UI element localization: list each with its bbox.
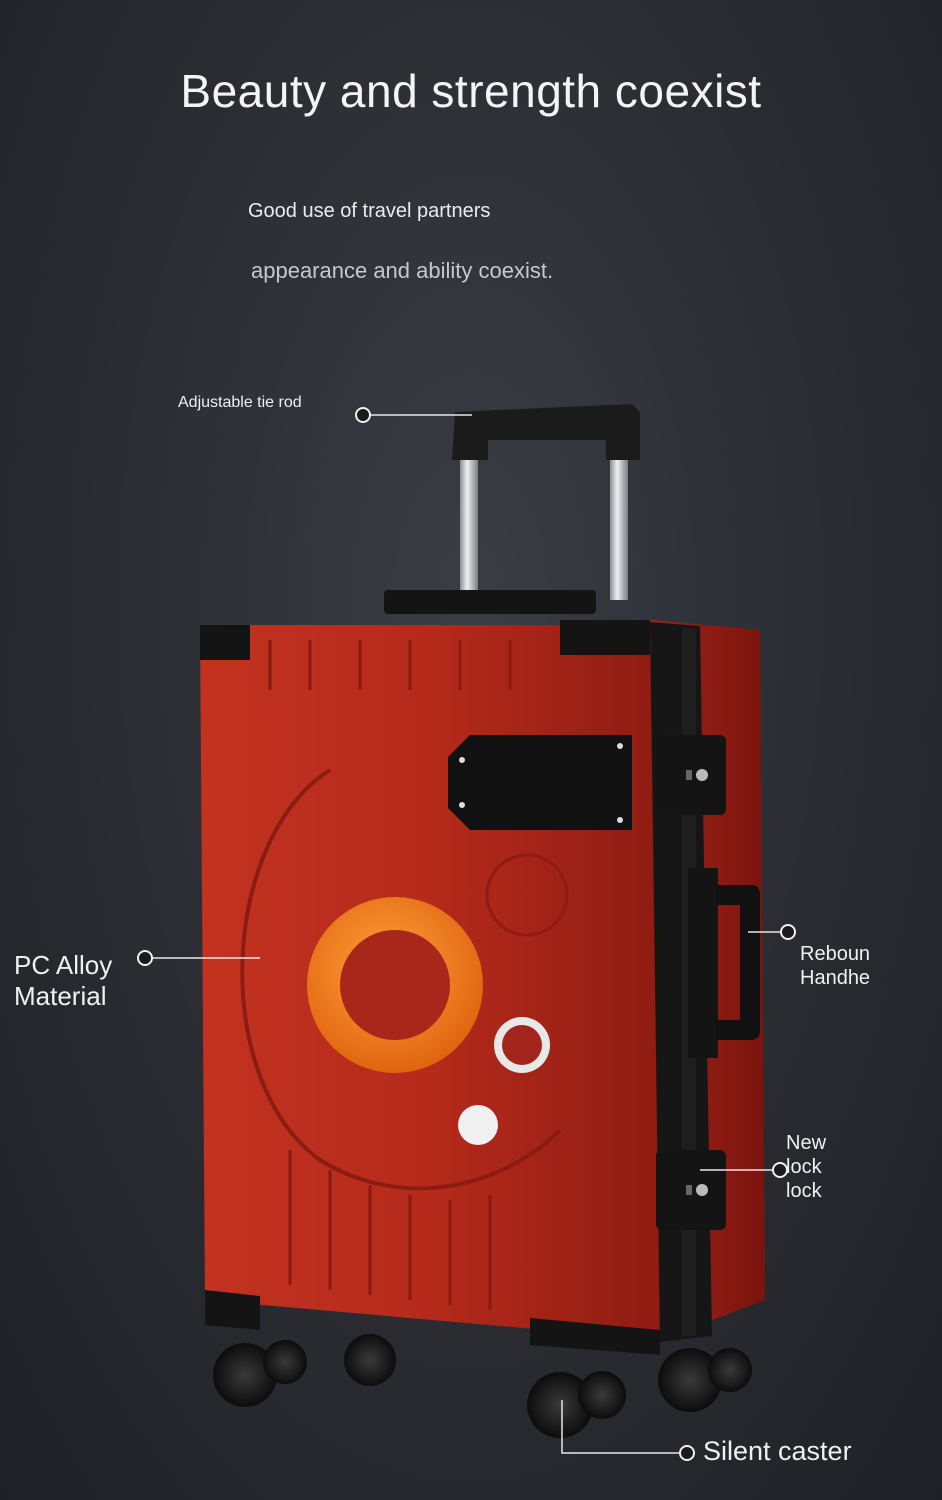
callout-new-lock: New lock lock [786, 1131, 826, 1203]
callout-rebound-line1: Reboun [800, 943, 871, 965]
side-handle [688, 868, 760, 1058]
callout-lock-line2: lock [786, 1156, 822, 1178]
callout-rebound-line2: Handhe [800, 967, 871, 989]
telescopic-handle [384, 404, 640, 614]
corner-guard-bottom-right [530, 1318, 660, 1355]
callout-tie-rod: Adjustable tie rod [178, 394, 302, 411]
callout-dots [137, 407, 796, 1461]
subtitle-appearance: appearance and ability coexist. [251, 258, 554, 283]
callout-lock-line1: New [786, 1132, 827, 1154]
headline: Beauty and strength coexist [180, 65, 762, 117]
brand-plate [448, 735, 632, 830]
callout-pc-alloy-line1: PC Alloy [14, 950, 113, 980]
top-ribs [268, 640, 512, 690]
chrome-ring [494, 1017, 550, 1073]
corner-guard-bottom-left [205, 1290, 260, 1330]
bottom-lock [656, 1150, 726, 1230]
corner-guard-top-left [200, 625, 250, 660]
callout-lock-line3: lock [786, 1180, 822, 1202]
bottom-ribs [288, 1150, 492, 1310]
orange-ring-emblem [307, 897, 483, 1073]
callout-pc-alloy-line2: Material [14, 981, 107, 1012]
shell-arc [240, 768, 562, 1191]
embossed-circle [485, 853, 569, 937]
corner-guard-top-right [560, 620, 650, 655]
spinner-wheels [213, 1334, 752, 1438]
callout-rebound-handle: Reboun Handhe [800, 942, 870, 990]
subtitle-travel-partners: Good use of travel partners [248, 200, 491, 222]
callout-silent-caster: Silent caster [703, 1436, 852, 1466]
top-lock [656, 735, 726, 815]
callout-pc-alloy: PC Alloy Material [14, 950, 112, 1012]
chrome-button [458, 1105, 498, 1145]
